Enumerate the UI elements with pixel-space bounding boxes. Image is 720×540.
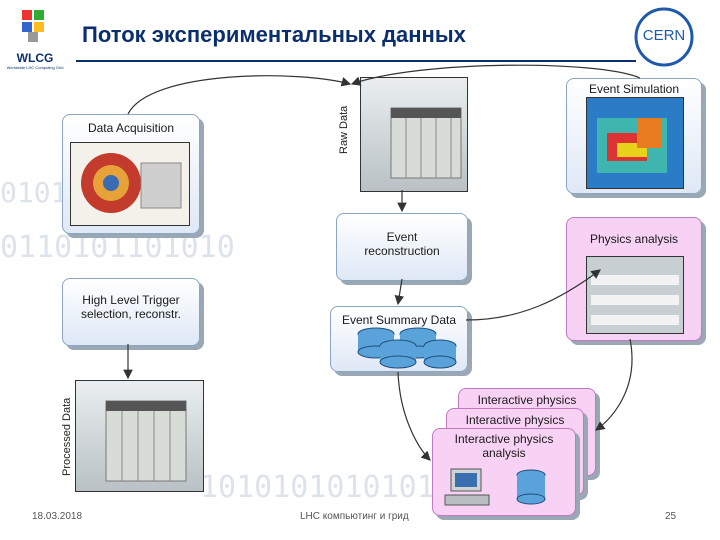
interactive-physics-label-back: Interactive physics xyxy=(477,393,577,407)
esd-storage-group xyxy=(357,327,457,369)
cern-logo: CERN xyxy=(633,6,695,68)
computer-center-photo-bottom xyxy=(75,380,204,492)
footer-center-text: LHC компьютинг и грид xyxy=(300,511,409,522)
computer-center-photo-top xyxy=(360,77,468,192)
cern-ring-icon xyxy=(634,7,694,67)
wlcg-logo-text: WLCG xyxy=(16,51,54,65)
event-reconstruction-box: Event reconstruction xyxy=(336,213,468,281)
workstation-icon xyxy=(444,468,490,506)
arrow-sim-to-raw-data xyxy=(350,64,641,86)
footer-date: 18.03.2018 xyxy=(32,511,83,522)
footer-page-number: 25 xyxy=(665,511,677,522)
database-icon xyxy=(379,339,417,369)
slide-title: Поток экспериментальных данных xyxy=(82,22,466,47)
interactive-equipment xyxy=(444,468,546,506)
high-level-trigger-box: High Level Trigger selection, reconstr. xyxy=(62,278,200,346)
title-underline xyxy=(76,60,636,62)
arrow-esd-to-interactive xyxy=(397,371,431,461)
wlcg-logo: WLCG Worldwide LHC Computing Grid xyxy=(4,6,66,70)
physics-analysis-label: Physics analysis xyxy=(589,232,679,246)
arrow-reconstruction-to-esd xyxy=(394,278,405,306)
detector-image xyxy=(70,142,190,226)
interactive-physics-box-front: Interactive physics analysis xyxy=(432,428,576,516)
high-level-trigger-label: High Level Trigger selection, reconstr. xyxy=(80,293,182,321)
cern-logo-text: CERN xyxy=(642,27,686,44)
arrow-daq-to-raw-data xyxy=(127,75,352,115)
event-reconstruction-label: Event reconstruction xyxy=(364,230,440,258)
arrow-physics-to-interactive xyxy=(595,338,633,431)
background-binary-bottom: 1010101010101 xyxy=(200,470,435,505)
data-acquisition-label: Data Acquisition xyxy=(87,121,175,135)
database-icon xyxy=(516,469,546,505)
arrow-esd-to-physics xyxy=(465,269,601,321)
simulation-image xyxy=(586,97,684,189)
physics-analysis-photo xyxy=(586,256,684,334)
database-icon xyxy=(423,339,457,369)
wlcg-logo-subtext: Worldwide LHC Computing Grid xyxy=(6,65,64,70)
event-summary-data-label: Event Summary Data xyxy=(341,313,457,327)
background-binary-mid: 0110101101010 xyxy=(0,230,235,265)
wlcg-cube-icon xyxy=(22,10,44,42)
event-simulation-label: Event Simulation xyxy=(588,82,680,96)
interactive-physics-label-middle: Interactive physics xyxy=(465,413,565,427)
interactive-physics-label-front: Interactive physics analysis xyxy=(454,432,554,460)
